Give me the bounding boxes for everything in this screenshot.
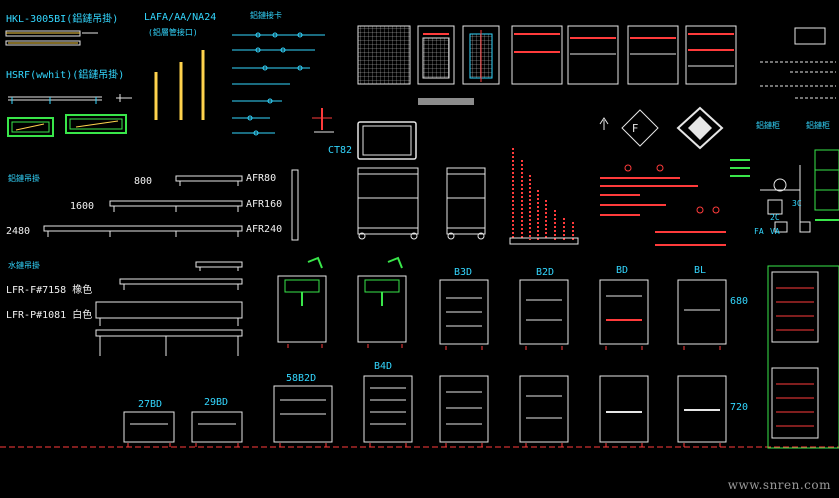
label-27bd: 27BD (138, 399, 163, 410)
label-h680: 680 (730, 296, 749, 307)
svg-text:F: F (632, 122, 638, 135)
label-lfr-p: LFR-P#1081 白色 (6, 310, 93, 321)
label-lfr-f: LFR-F#7158 橡色 (6, 285, 93, 296)
green-trays (7, 114, 127, 137)
cabinet-legs-row1 (445, 346, 721, 350)
wiring-diagram (760, 165, 811, 233)
hook-rails (232, 32, 325, 136)
cabinet-b2d (519, 279, 569, 345)
green-parts (730, 149, 839, 221)
label-b3d: B3D (454, 267, 473, 278)
label-w1600: 1600 (70, 201, 95, 212)
label-afr80: AFR80 (246, 173, 277, 184)
label-va: VA (770, 227, 780, 236)
label-hsrf: HSRF(wwhit)(鋁鏈吊掛) (6, 70, 125, 81)
label-top-title: 鋁鏈接卡 (250, 11, 282, 20)
shelf-afr80 (175, 175, 243, 186)
cabinet-bd (599, 279, 649, 345)
cabinet-legs-row2 (127, 443, 721, 447)
label-ct82: CT82 (328, 145, 353, 156)
cabinet-b4d (363, 375, 413, 443)
sink-cabinet-1 (277, 256, 327, 348)
label-29bd: 29BD (204, 397, 229, 408)
trolley-frames (357, 167, 486, 240)
label-right-b: 鋁鏈柜 (806, 121, 830, 130)
cabinet-b3d (439, 279, 489, 345)
symbols: F (599, 106, 724, 150)
watermark-text: www.snren.com (727, 478, 831, 492)
cabinet-row2 (439, 375, 727, 443)
label-w800: 800 (134, 176, 153, 187)
label-afr240: AFR240 (246, 224, 283, 235)
red-parts-list (600, 164, 726, 246)
label-b4d: B4D (374, 361, 393, 372)
ct82-frame (357, 121, 417, 160)
vertical-posts (154, 50, 205, 120)
label-lafa: LAFA/AA/NA24 (144, 12, 217, 23)
cabinet-58b2d (273, 385, 333, 443)
bench-group (95, 261, 243, 356)
label-58b2d: 58B2D (286, 373, 317, 384)
label-afr160: AFR160 (246, 199, 283, 210)
label-bl: BL (694, 265, 707, 276)
drawer-panels-top (511, 25, 737, 85)
shelf-afr240 (43, 225, 243, 237)
label-b2d: B2D (536, 267, 555, 278)
label-3c: 3C (792, 199, 802, 208)
green-highlight-cabinets (767, 265, 839, 449)
sink-cabinet-2 (357, 256, 407, 348)
hsrf-rail-drawing (8, 94, 132, 104)
red-columns (512, 148, 574, 240)
shelf-afr160 (109, 200, 243, 212)
notes-block (760, 27, 836, 99)
label-lafa-sub: (鋁層管接口) (148, 28, 198, 37)
label-fa: FA (754, 227, 764, 236)
mesh-panels (357, 25, 500, 105)
hkl-rail-drawing (5, 30, 98, 46)
label-hkl: HKL-3005BI(鋁鏈吊掛) (6, 14, 119, 25)
label-2c: 2C (770, 213, 780, 222)
cabinet-29bd (191, 411, 243, 443)
label-right-a: 鋁鏈柜 (756, 121, 780, 130)
label-h720: 720 (730, 402, 749, 413)
cabinet-27bd (123, 411, 175, 443)
label-section-b: 水鏈吊掛 (8, 261, 40, 270)
label-w2480: 2480 (6, 226, 31, 237)
label-section-a: 鋁鏈吊掛 (8, 174, 40, 183)
cabinet-bl (677, 279, 727, 345)
red-clamp (312, 108, 334, 133)
label-bd: BD (616, 265, 629, 276)
